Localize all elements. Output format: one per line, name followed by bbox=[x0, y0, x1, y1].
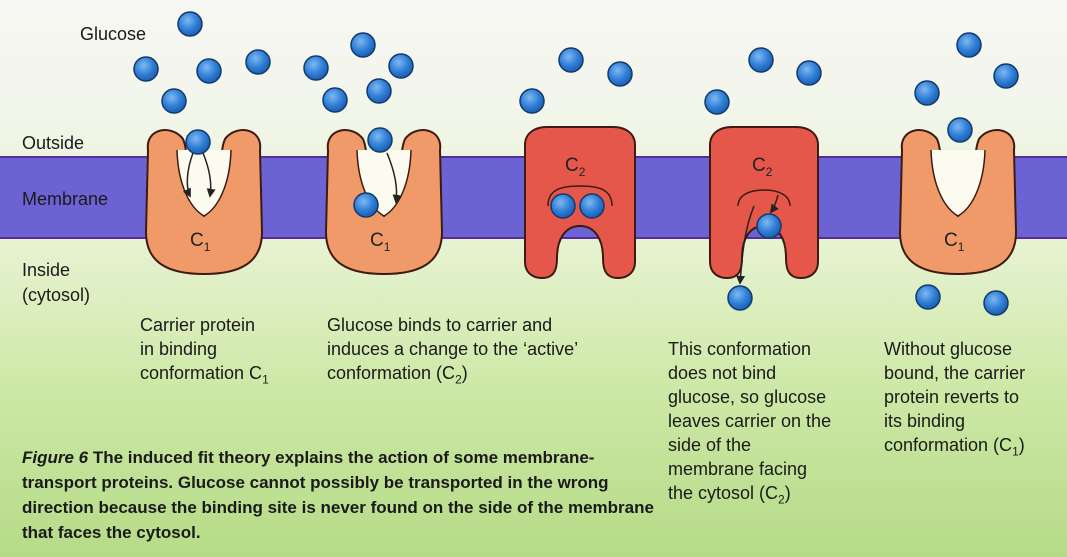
carrier-protein-5: C1 bbox=[900, 130, 1016, 274]
membrane-label: Membrane bbox=[22, 187, 108, 211]
glucose-molecule bbox=[580, 194, 604, 218]
glucose-molecule bbox=[984, 291, 1008, 315]
outside-label: Outside bbox=[22, 131, 84, 155]
glucose-molecule bbox=[994, 64, 1018, 88]
glucose-molecule bbox=[134, 57, 158, 81]
glucose-molecule bbox=[916, 285, 940, 309]
caption-step-4: Without glucose bound, the carrier prote… bbox=[884, 337, 1025, 464]
glucose-molecule bbox=[368, 128, 392, 152]
glucose-molecule bbox=[186, 130, 210, 154]
glucose-molecule bbox=[520, 89, 544, 113]
glucose-molecule bbox=[551, 194, 575, 218]
glucose-molecule bbox=[389, 54, 413, 78]
glucose-molecule bbox=[367, 79, 391, 103]
carrier-protein-4: C2 bbox=[710, 127, 818, 283]
glucose-molecule bbox=[559, 48, 583, 72]
figure-number: Figure 6 bbox=[22, 448, 88, 467]
glucose-molecule bbox=[797, 61, 821, 85]
glucose-molecule bbox=[757, 214, 781, 238]
glucose-molecule bbox=[351, 33, 375, 57]
glucose-molecule bbox=[162, 89, 186, 113]
caption-step-3: This conformation does not bind glucose,… bbox=[668, 337, 831, 512]
glucose-molecule bbox=[957, 33, 981, 57]
caption-step-2: Glucose binds to carrier and induces a c… bbox=[327, 313, 578, 392]
glucose-molecule bbox=[728, 286, 752, 310]
inside-label: Inside bbox=[22, 258, 70, 282]
glucose-label: Glucose bbox=[80, 22, 146, 46]
glucose-molecule bbox=[948, 118, 972, 142]
glucose-molecule bbox=[705, 90, 729, 114]
glucose-molecule bbox=[323, 88, 347, 112]
caption-step-1: Carrier protein in binding conformation … bbox=[140, 313, 269, 392]
cytosol-label: (cytosol) bbox=[22, 283, 90, 307]
figure-caption: Figure 6 The induced fit theory explains… bbox=[22, 445, 662, 545]
glucose-molecule bbox=[749, 48, 773, 72]
glucose-molecule bbox=[915, 81, 939, 105]
glucose-molecule bbox=[246, 50, 270, 74]
glucose-molecule bbox=[178, 12, 202, 36]
figure-caption-text: The induced fit theory explains the acti… bbox=[22, 448, 654, 542]
glucose-molecule bbox=[304, 56, 328, 80]
glucose-molecule bbox=[608, 62, 632, 86]
glucose-molecule bbox=[197, 59, 221, 83]
glucose-molecule bbox=[354, 193, 378, 217]
